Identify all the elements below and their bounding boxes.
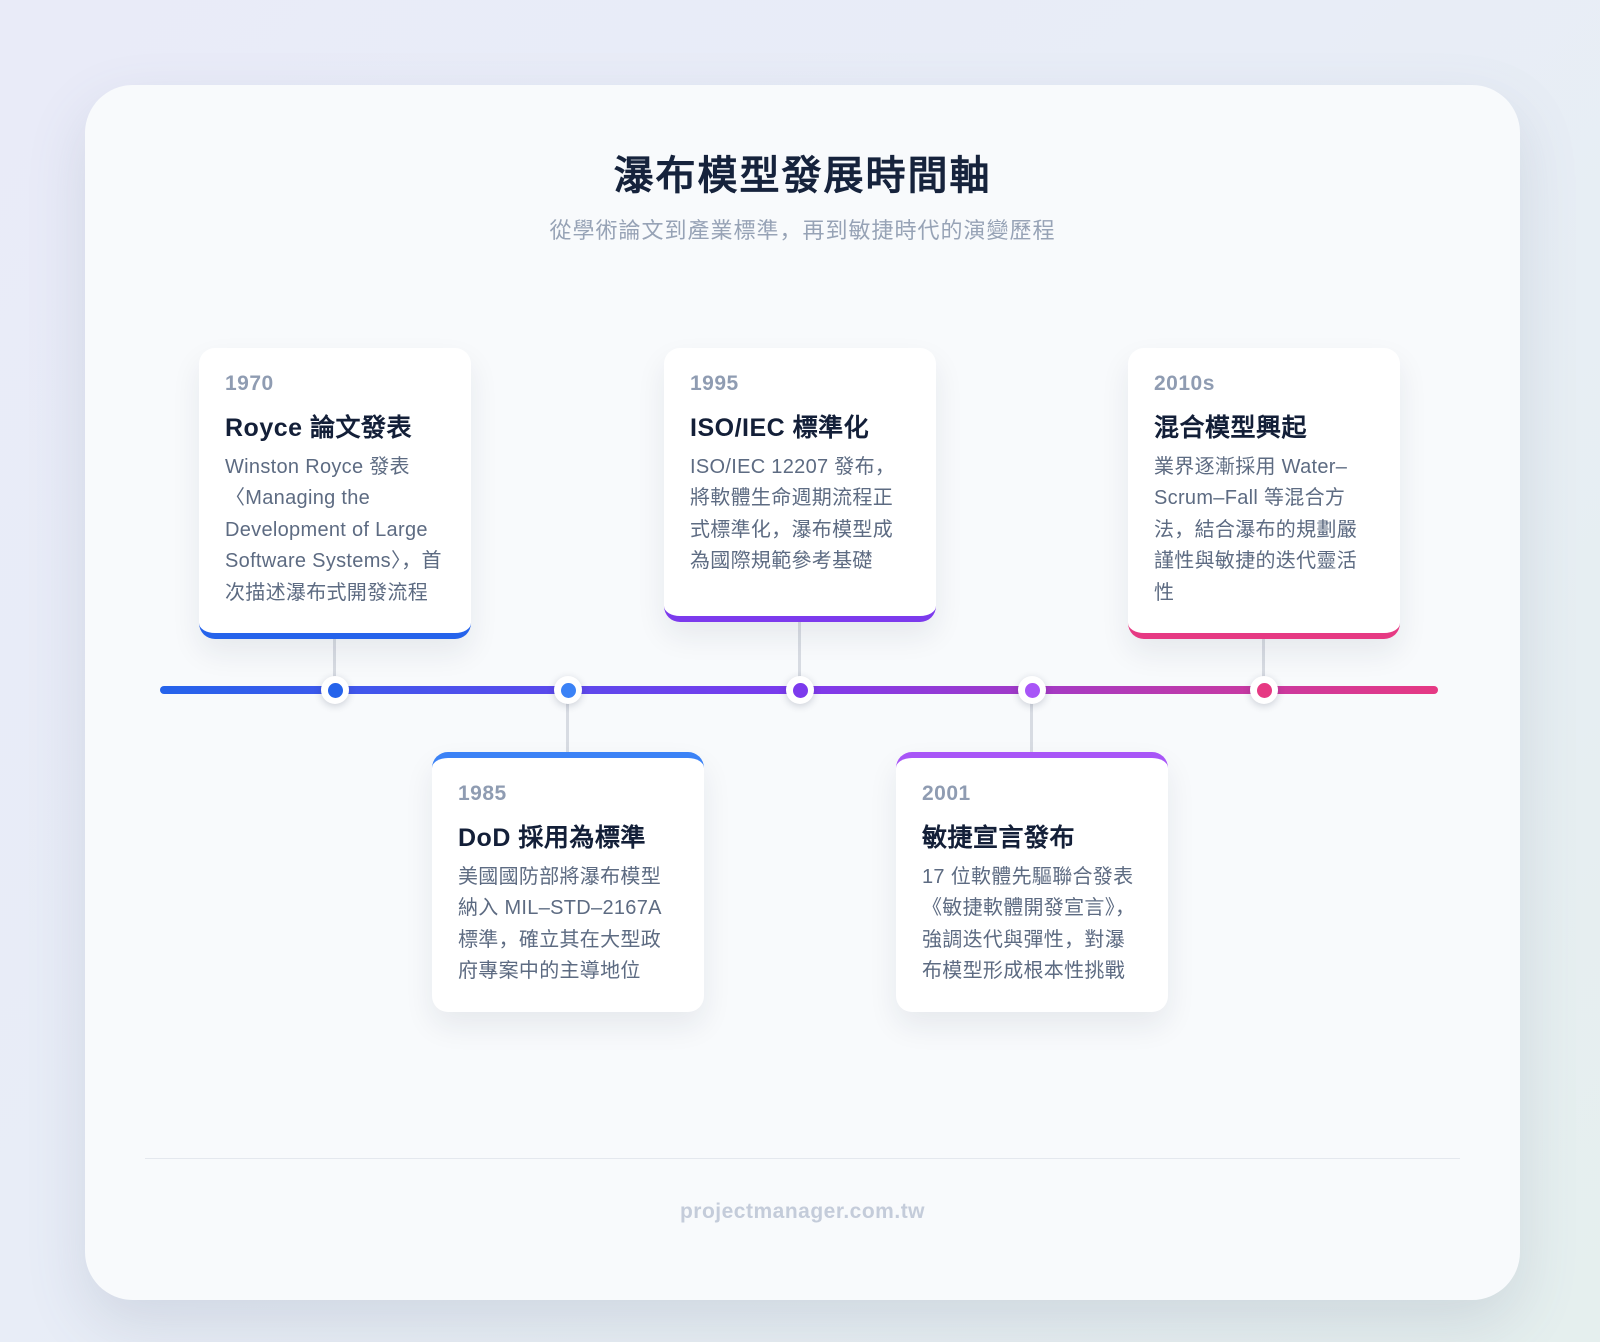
page-title: 瀑布模型發展時間軸 bbox=[613, 154, 992, 198]
card-description: Winston Royce 發表〈Managing the Developmen… bbox=[225, 456, 442, 604]
timeline-dot-1995 bbox=[786, 676, 814, 704]
card-description: 17 位軟體先驅聯合發表《敏捷軟體開發宣言》，強調迭代與彈性，對瀑布模型形成根本… bbox=[922, 866, 1136, 983]
footer-divider bbox=[145, 1158, 1460, 1159]
card-description: 業界逐漸採用 Water–Scrum–Fall 等混合方法，結合瀑布的規劃嚴謹性… bbox=[1154, 456, 1357, 604]
card-title: Royce 論文發表 bbox=[225, 414, 412, 442]
main-panel: 瀑布模型發展時間軸 從學術論文到產業標準，再到敏捷時代的演變歷程 1970 Ro… bbox=[85, 85, 1520, 1300]
timeline-dot-inner bbox=[792, 682, 808, 698]
timeline-dot-inner bbox=[560, 682, 576, 698]
timeline-dot-inner bbox=[1256, 682, 1272, 698]
card-title: 敏捷宣言發布 bbox=[922, 824, 1076, 852]
timeline-dot-inner bbox=[1024, 682, 1040, 698]
card-title: DoD 採用為標準 bbox=[458, 824, 646, 852]
card-title: ISO/IEC 標準化 bbox=[690, 414, 870, 442]
event-card-2001: 2001 敏捷宣言發布 17 位軟體先驅聯合發表《敏捷軟體開發宣言》，強調迭代與… bbox=[896, 752, 1168, 1012]
timeline-dot-2010s bbox=[1250, 676, 1278, 704]
timeline-dot-2001 bbox=[1018, 676, 1046, 704]
event-card-1995: 1995 ISO/IEC 標準化 ISO/IEC 12207 發布，將軟體生命週… bbox=[664, 348, 936, 622]
card-year: 1985 bbox=[458, 782, 507, 805]
card-title: 混合模型興起 bbox=[1154, 414, 1308, 442]
page-subtitle: 從學術論文到產業標準，再到敏捷時代的演變歷程 bbox=[549, 218, 1056, 243]
card-description: ISO/IEC 12207 發布，將軟體生命週期流程正式標準化，瀑布模型成為國際… bbox=[690, 456, 896, 573]
card-year: 1995 bbox=[690, 372, 739, 395]
timeline-dot-inner bbox=[327, 682, 343, 698]
event-card-1985: 1985 DoD 採用為標準 美國國防部將瀑布模型納入 MIL–STD–2167… bbox=[432, 752, 704, 1012]
card-year: 1970 bbox=[225, 372, 274, 395]
card-year: 2010s bbox=[1154, 372, 1215, 395]
timeline-dot-1985 bbox=[554, 676, 582, 704]
site-credit: projectmanager.com.tw bbox=[679, 1200, 926, 1223]
connector-line-2010s bbox=[1262, 622, 1265, 690]
connector-line-1995 bbox=[798, 622, 801, 690]
card-year: 2001 bbox=[922, 782, 971, 805]
connector-line-2001 bbox=[1030, 690, 1033, 752]
timeline-dot-1970 bbox=[321, 676, 349, 704]
event-card-2010s: 2010s 混合模型興起 業界逐漸採用 Water–Scrum–Fall 等混合… bbox=[1128, 348, 1400, 639]
connector-line-1985 bbox=[566, 690, 569, 752]
connector-line-1970 bbox=[333, 622, 336, 690]
event-card-1970: 1970 Royce 論文發表 Winston Royce 發表〈Managin… bbox=[199, 348, 471, 639]
card-description: 美國國防部將瀑布模型納入 MIL–STD–2167A 標準，確立其在大型政府專案… bbox=[458, 866, 661, 983]
